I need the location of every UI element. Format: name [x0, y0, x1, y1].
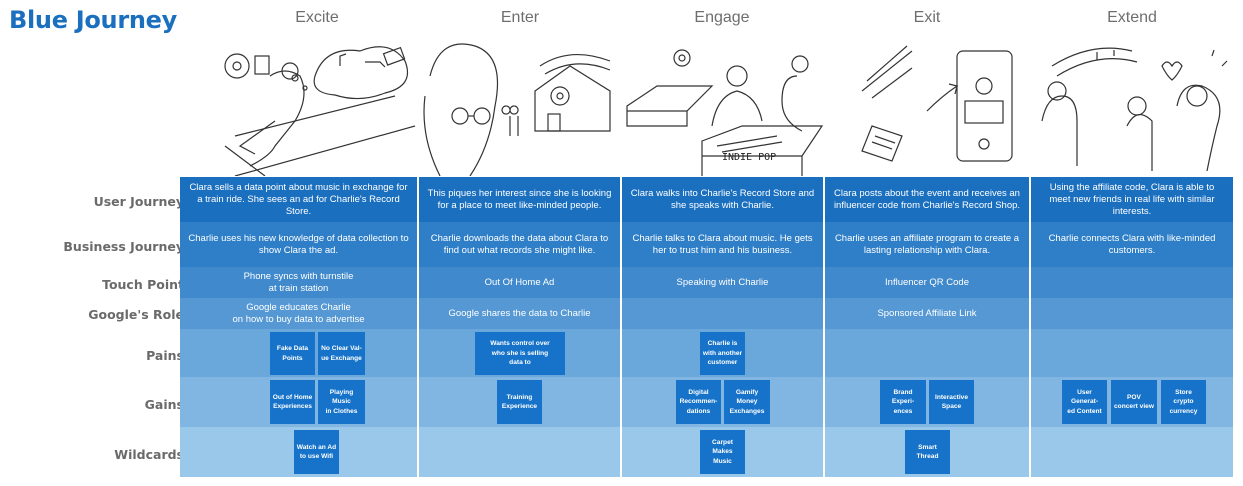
sketch-enter: [420, 36, 620, 177]
sketch-engage: INDIE POP: [622, 36, 827, 176]
sticky-note: Carpet Makes Music: [700, 430, 745, 474]
user-journey-extend: Using the affiliate code, Clara is able …: [1049, 181, 1215, 217]
user-journey-exit: Clara posts about the event and receives…: [833, 187, 1021, 211]
band-user-journey: [180, 177, 1233, 222]
business-journey-excite: Charlie uses his new knowledge of data c…: [188, 232, 409, 256]
sketch-exit: [827, 36, 1032, 176]
column-divider: [823, 177, 825, 477]
sticky-note: Fake Data Points: [270, 332, 315, 375]
phase-engage: Engage: [694, 9, 750, 26]
row-label-business-journey: Business Journey: [63, 239, 184, 254]
business-journey-enter: Charlie downloads the data about Clara t…: [430, 232, 609, 256]
row-label-user-journey: User Journey: [93, 194, 184, 209]
column-divider: [620, 177, 622, 477]
row-label-wildcards: Wildcards: [114, 447, 184, 462]
sticky-note: Gamify Money Exchanges: [724, 380, 770, 424]
sticky-note: Out of Home Experiences: [270, 380, 315, 424]
phase-exit: Exit: [913, 9, 941, 26]
sticky-note: Playing Music in Clothes: [318, 380, 365, 424]
google-role-excite: Google educates Charlie on how to buy da…: [232, 301, 365, 325]
touch-point-enter: Out Of Home Ad: [484, 276, 555, 288]
user-journey-excite: Clara sells a data point about music in …: [189, 181, 408, 217]
sticky-note: Training Experience: [497, 380, 542, 424]
sticky-note: Interactive Space: [929, 380, 974, 424]
phase-enter: Enter: [500, 9, 540, 26]
touch-point-exit: Influencer QR Code: [885, 276, 969, 288]
google-role-extend: [1031, 298, 1233, 329]
phase-excite: Excite: [295, 9, 339, 26]
touch-point-extend: [1031, 267, 1233, 298]
row-label-googles-role: Google's Role: [88, 307, 184, 322]
touch-point-engage: Speaking with Charlie: [676, 276, 769, 288]
google-role-enter: Google shares the data to Charlie: [448, 307, 591, 319]
sticky-note: Store crypto currency: [1161, 380, 1206, 424]
band-googles-role: [180, 298, 1233, 329]
sketch-extend: [1032, 36, 1237, 176]
business-journey-exit: Charlie uses an affiliate program to cre…: [834, 232, 1020, 256]
sticky-note: Watch an Ad to use Wifi: [294, 430, 339, 474]
business-journey-extend: Charlie connects Clara with like-minded …: [1048, 232, 1216, 256]
band-business-journey: [180, 222, 1233, 267]
sticky-note: User Generat- ed Content: [1062, 380, 1107, 424]
column-divider: [417, 177, 419, 477]
sticky-note: Smart Thread: [905, 430, 950, 474]
page-title: Blue Journey: [9, 6, 177, 34]
row-label-gains: Gains: [144, 397, 184, 412]
phase-extend: Extend: [1107, 9, 1157, 26]
sticky-note: Brand Experi- ences: [880, 380, 926, 424]
sticky-note: Wants control over who she is selling da…: [475, 332, 565, 375]
touch-point-excite: Phone syncs with turnstile at train stat…: [243, 270, 354, 294]
sketch-engage-text: INDIE POP: [722, 152, 776, 163]
sticky-note: POV concert view: [1111, 380, 1157, 424]
business-journey-engage: Charlie talks to Clara about music. He g…: [632, 232, 813, 256]
row-label-touch-point: Touch Point: [102, 277, 184, 292]
row-label-pains: Pains: [146, 348, 184, 363]
sticky-note: No Clear Val- ue Exchange: [318, 332, 365, 375]
user-journey-engage: Clara walks into Charlie's Record Store …: [630, 187, 815, 211]
band-touch-point: [180, 267, 1233, 298]
google-role-exit: Sponsored Affiliate Link: [877, 307, 977, 319]
sticky-note: Digital Recommen- dations: [676, 380, 721, 424]
user-journey-enter: This piques her interest since she is lo…: [427, 187, 612, 211]
google-role-engage: [622, 298, 823, 329]
sketch-excite: [215, 36, 420, 177]
column-divider: [1029, 177, 1031, 477]
sticky-note: Charlie is with another customer: [700, 332, 745, 375]
